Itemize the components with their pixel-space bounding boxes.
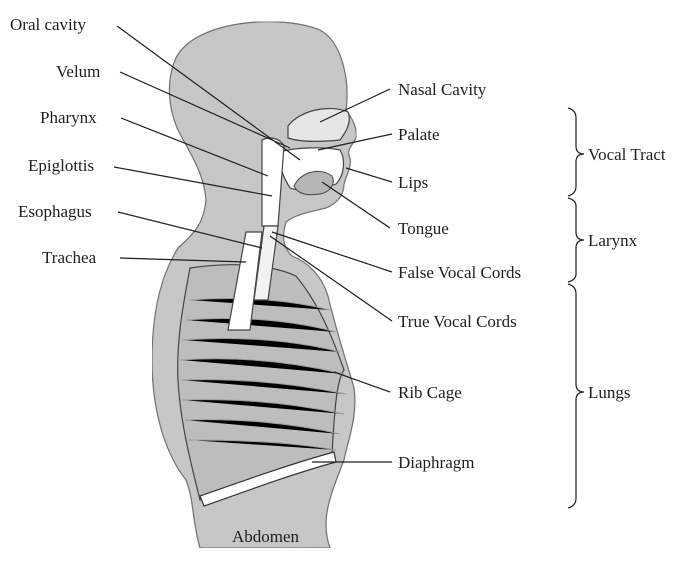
label-false-vocal-cords: False Vocal Cords xyxy=(398,263,521,282)
label-abdomen: Abdomen xyxy=(232,527,300,546)
group-braces xyxy=(568,108,584,508)
label-esophagus: Esophagus xyxy=(18,202,92,221)
leader-lips xyxy=(346,168,392,182)
label-epiglottis: Epiglottis xyxy=(28,156,94,175)
label-trachea: Trachea xyxy=(42,248,97,267)
label-palate: Palate xyxy=(398,125,440,144)
label-diaphragm: Diaphragm xyxy=(398,453,474,472)
vocal-tract-brace xyxy=(568,108,584,196)
group-label-vocal-tract: Vocal Tract xyxy=(588,145,666,164)
label-lips: Lips xyxy=(398,173,428,192)
label-pharynx: Pharynx xyxy=(40,108,97,127)
label-nasal-cavity: Nasal Cavity xyxy=(398,80,487,99)
larynx-brace xyxy=(568,198,584,282)
label-velum: Velum xyxy=(56,62,100,81)
label-tongue: Tongue xyxy=(398,219,449,238)
label-oral-cavity: Oral cavity xyxy=(10,15,86,34)
group-label-lungs: Lungs xyxy=(588,383,631,402)
label-true-vocal-cords: True Vocal Cords xyxy=(398,312,517,331)
group-label-larynx: Larynx xyxy=(588,231,638,250)
lungs-brace xyxy=(568,284,584,508)
label-rib-cage: Rib Cage xyxy=(398,383,462,402)
